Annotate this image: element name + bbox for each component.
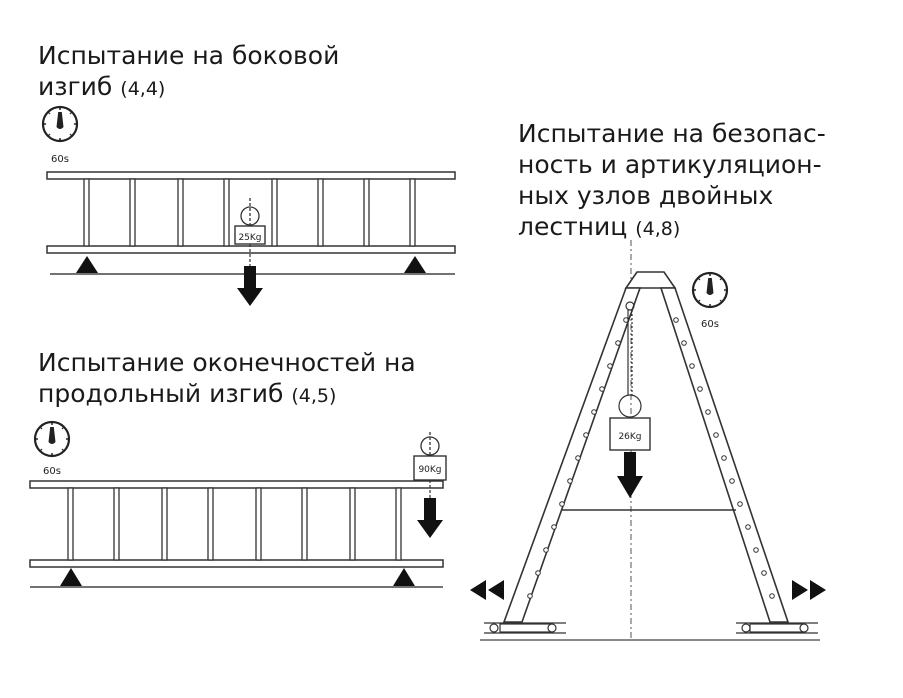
clause-ref: (4,4) — [120, 78, 166, 100]
ladder-horizontal — [46, 171, 456, 254]
weight-hook — [420, 432, 440, 456]
weight-block — [609, 417, 651, 451]
support-triangle — [393, 568, 415, 586]
load-arrow-down-icon — [237, 266, 263, 306]
end-buckling-test-title: Испытание оконечностей на продольный изг… — [38, 347, 416, 412]
stopwatch-icon — [41, 105, 79, 143]
ladder-horizontal — [29, 480, 444, 568]
weight-block — [413, 455, 447, 481]
push-apart-arrow-left-icon — [470, 580, 504, 600]
timer-label: 60s — [43, 466, 61, 477]
load-arrow-down-icon — [417, 498, 443, 538]
stopwatch-icon — [691, 271, 729, 309]
support-triangle — [76, 256, 98, 273]
title-line: ность и артикуляцион- — [518, 150, 822, 179]
timer-label: 60s — [51, 154, 69, 165]
clause-ref: (4,5) — [291, 385, 337, 407]
title-line: Испытание на безопас- — [518, 119, 826, 148]
leg-bolt-holes — [527, 317, 775, 599]
clause-ref: (4,8) — [635, 218, 681, 240]
suspension-chain — [618, 301, 642, 418]
stepladder-safety-test-title: Испытание на безопас- ность и артикуляци… — [518, 118, 826, 245]
load-arrow-down-icon — [617, 452, 643, 498]
stopwatch-icon — [33, 420, 71, 458]
timer-label: 60s — [701, 319, 719, 330]
roller-base — [484, 622, 818, 634]
title-line: Испытание оконечностей на — [38, 348, 416, 377]
weight-hook — [240, 198, 260, 226]
lateral-bending-test-title: Испытание на боковой изгиб (4,4) — [38, 40, 339, 105]
support-triangle — [60, 568, 82, 586]
push-apart-arrow-right-icon — [792, 580, 826, 600]
title-line: изгиб (4,4) — [38, 72, 166, 101]
title-line: продольный изгиб (4,5) — [38, 379, 337, 408]
title-line: ных узлов двойных — [518, 181, 774, 210]
support-triangle — [404, 256, 426, 273]
title-line: лестниц (4,8) — [518, 212, 681, 241]
load-label: 26Kg — [618, 432, 641, 442]
title-line: Испытание на боковой — [38, 41, 340, 70]
stepladder-frame — [502, 271, 790, 623]
load-label: 25Kg — [238, 233, 261, 243]
load-label: 90Kg — [418, 465, 441, 475]
